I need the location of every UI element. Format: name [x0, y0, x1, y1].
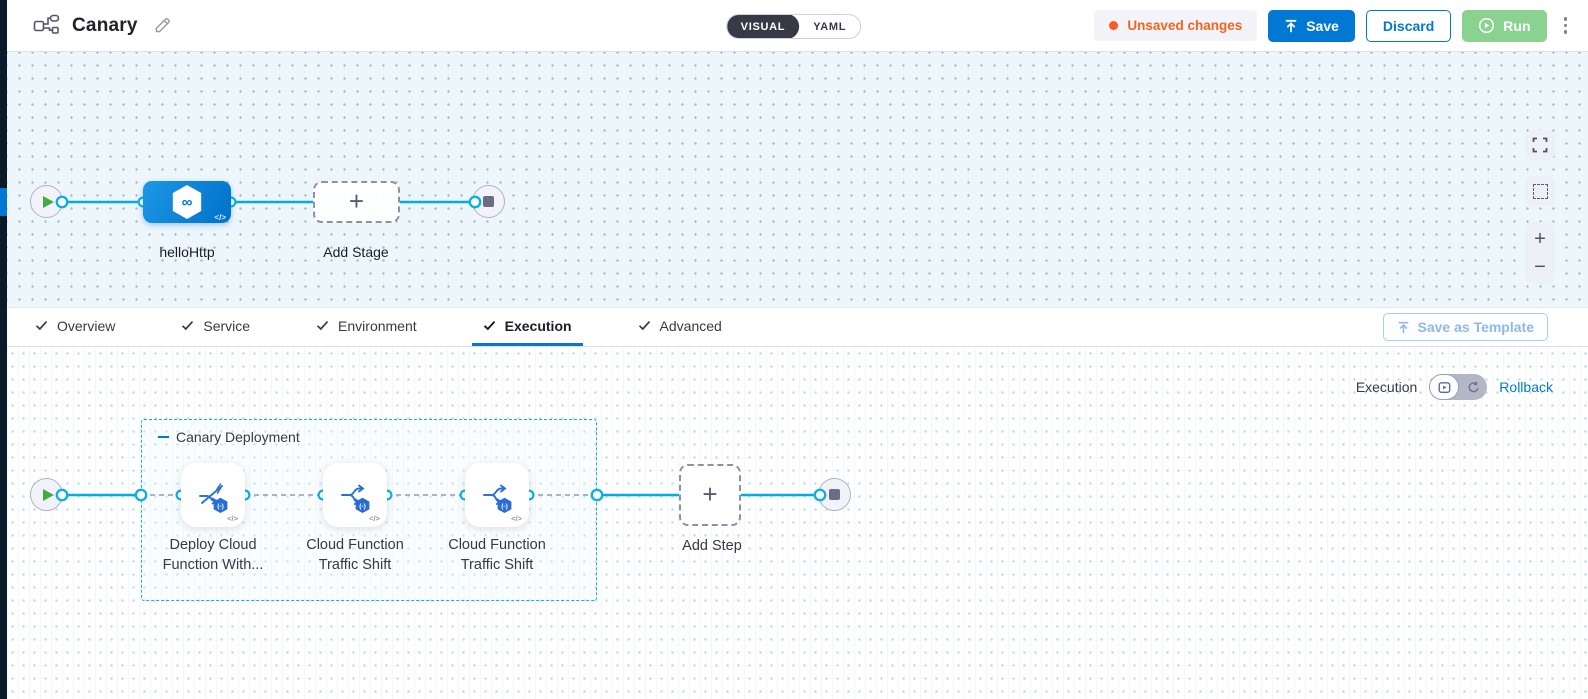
tab-label: Environment [338, 317, 417, 334]
svg-text:∞: ∞ [182, 194, 193, 211]
select-region-button[interactable] [1525, 176, 1555, 206]
tab-environment[interactable]: Environment [305, 308, 428, 346]
cloud-function-hexagon-icon: ∞ [172, 185, 202, 219]
tab-overview[interactable]: Overview [24, 308, 126, 346]
step-label: Cloud Function Traffic Shift [306, 537, 404, 573]
add-stage-label: Add Stage [323, 244, 389, 260]
stage-canvas[interactable]: ∞ </> helloHttp + Add Stage + − [7, 52, 1588, 307]
toggle-visual[interactable]: VISUAL [726, 15, 800, 38]
discard-label: Discard [1382, 17, 1435, 34]
header-actions: Unsaved changes Save Discard [1094, 9, 1588, 42]
header-left: Canary [7, 14, 171, 37]
stage-name-label: helloHttp [159, 244, 215, 260]
marquee-icon [1532, 183, 1548, 199]
header: Canary VISUAL YAML Unsaved changes [7, 0, 1588, 52]
plus-icon: + [702, 478, 718, 509]
execution-rollback-toggle[interactable] [1429, 374, 1488, 400]
check-icon [35, 321, 48, 331]
save-label: Save [1306, 17, 1339, 34]
page-title: Canary [72, 14, 138, 36]
view-mode-toggle[interactable]: VISUAL YAML [725, 14, 862, 39]
save-as-template-label: Save as Template [1417, 319, 1534, 335]
play-circle-icon [1478, 17, 1495, 34]
plus-icon: + [348, 185, 365, 216]
end-stop-icon [829, 489, 840, 500]
zoom-in-button[interactable]: + [1534, 228, 1546, 251]
pipeline-icon [33, 14, 60, 37]
execution-end-node[interactable] [818, 478, 851, 511]
step-traffic-shift-1[interactable]: (-) </> [323, 463, 387, 527]
tab-advanced[interactable]: Advanced [627, 308, 733, 346]
add-stage-button[interactable]: + [313, 181, 400, 223]
left-nav-strip [0, 0, 7, 699]
stage-flow-connectors [55, 195, 482, 209]
rollback-icon [1468, 381, 1479, 392]
upload-icon [1284, 19, 1298, 33]
end-stop-icon [483, 196, 494, 207]
run-button[interactable]: Run [1462, 9, 1547, 42]
save-button[interactable]: Save [1268, 9, 1355, 42]
upload-icon [1398, 321, 1408, 333]
execution-start-node[interactable] [30, 478, 63, 511]
rollback-mode-segment[interactable] [1459, 374, 1487, 400]
unsaved-dot-icon [1109, 21, 1119, 30]
code-icon: </> [369, 514, 380, 523]
canvas-controls: + − [1525, 130, 1555, 284]
edit-title-icon[interactable] [154, 17, 171, 34]
check-icon [182, 321, 194, 331]
cloud-function-badge-icon: (-) [213, 497, 228, 513]
step-group-header: Canary Deployment [158, 429, 300, 445]
svg-text:(-): (-) [359, 503, 366, 510]
execution-mode-row: Execution Rollback [1356, 374, 1553, 400]
discard-button[interactable]: Discard [1365, 9, 1452, 42]
execution-canvas[interactable]: Execution Rollback [7, 347, 1588, 699]
save-as-template-button[interactable]: Save as Template [1382, 313, 1548, 341]
unsaved-changes-label: Unsaved changes [1127, 18, 1243, 33]
code-icon: </> [227, 514, 238, 523]
zoom-controls: + − [1525, 222, 1555, 284]
step-label: Cloud Function Traffic Shift [448, 537, 546, 573]
stage-card-hellohttp[interactable]: ∞ </> [143, 181, 231, 223]
pipeline-start-node[interactable] [30, 185, 63, 218]
check-icon [483, 320, 495, 331]
start-play-icon [42, 195, 54, 208]
stage-tab-bar: Overview Service Environment Execution A… [7, 307, 1588, 347]
tab-label: Overview [57, 317, 116, 334]
add-step-label: Add Step [682, 538, 742, 554]
check-icon [316, 321, 329, 331]
tab-label: Service [203, 317, 251, 334]
kebab-menu-icon[interactable] [1558, 13, 1574, 38]
nav-strip-indicator [0, 188, 7, 216]
step-traffic-shift-2[interactable]: (-) </> [465, 463, 529, 527]
execution-mode-label: Execution [1355, 379, 1418, 395]
start-play-icon [42, 488, 54, 501]
cloud-function-badge-icon: (-) [355, 497, 370, 513]
code-icon: </> [214, 213, 226, 222]
add-step-button[interactable]: + [679, 464, 741, 526]
zoom-out-button[interactable]: − [1534, 255, 1546, 278]
check-icon [638, 321, 650, 331]
step-label: Deploy Cloud Function With... [162, 537, 264, 573]
svg-text:(-): (-) [501, 503, 508, 510]
tab-label: Execution [504, 317, 572, 334]
fullscreen-icon [1532, 137, 1548, 153]
svg-text:(-): (-) [217, 503, 224, 510]
toggle-yaml[interactable]: YAML [813, 20, 847, 33]
step-group-title: Canary Deployment [176, 429, 300, 445]
execution-steps-icon [1438, 381, 1451, 393]
step-deploy-cloud-function[interactable]: (-) </> [181, 463, 245, 527]
tab-execution[interactable]: Execution [471, 308, 583, 346]
tab-service[interactable]: Service [170, 308, 261, 346]
cloud-function-badge-icon: (-) [497, 497, 512, 513]
pipeline-end-node[interactable] [472, 185, 505, 218]
execution-mode-segment[interactable] [1429, 374, 1460, 400]
fullscreen-button[interactable] [1525, 130, 1555, 160]
code-icon: </> [511, 514, 522, 523]
collapse-group-icon[interactable] [158, 435, 169, 439]
run-label: Run [1503, 17, 1531, 34]
rollback-link[interactable]: Rollback [1499, 379, 1553, 395]
unsaved-changes-badge: Unsaved changes [1094, 10, 1258, 41]
tab-label: Advanced [659, 317, 722, 334]
